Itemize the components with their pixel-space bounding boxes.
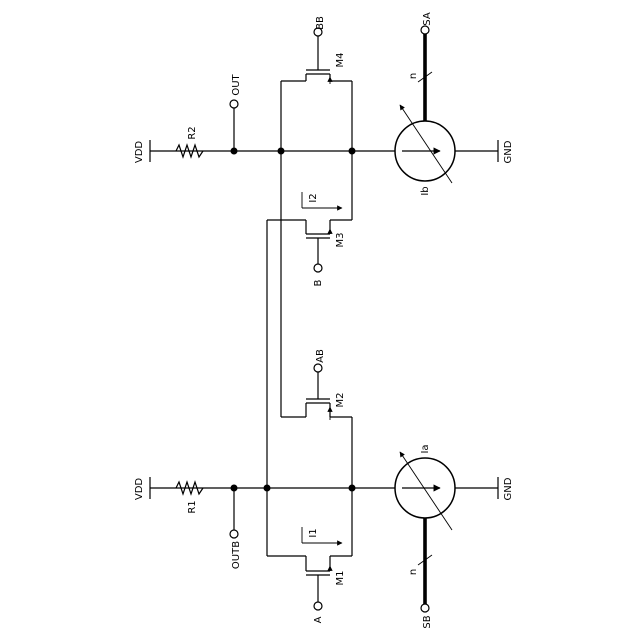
label-ia: Ia <box>420 444 431 453</box>
label-r1: R1 <box>187 500 198 513</box>
label-gnd-top: GND <box>503 140 514 163</box>
outb-terminal[interactable] <box>230 530 238 538</box>
label-a: A <box>313 616 324 623</box>
label-sb: SB <box>422 615 433 628</box>
label-vdd-top: VDD <box>134 141 145 164</box>
label-gnd-bottom: GND <box>503 477 514 500</box>
b-terminal[interactable] <box>314 264 322 272</box>
label-b: B <box>313 279 324 286</box>
label-m2: M2 <box>335 393 346 408</box>
label-m4: M4 <box>335 53 346 68</box>
label-vdd-bottom: VDD <box>134 478 145 501</box>
label-m3: M3 <box>335 233 346 248</box>
label-outb: OUTB <box>231 541 242 569</box>
label-i2: I2 <box>308 193 319 202</box>
sb-terminal[interactable] <box>421 604 429 612</box>
out-terminal[interactable] <box>230 100 238 108</box>
label-n-bottom: n <box>408 569 419 575</box>
node-out <box>231 148 238 155</box>
label-ib: Ib <box>420 186 431 195</box>
sa-terminal[interactable] <box>421 26 429 34</box>
label-out: OUT <box>231 73 242 95</box>
label-m1: M1 <box>335 571 346 586</box>
node-outb <box>231 485 238 492</box>
label-bb: BB <box>315 16 326 30</box>
label-sa: SA <box>422 12 433 26</box>
ab-terminal[interactable] <box>314 364 322 372</box>
a-terminal[interactable] <box>314 602 322 610</box>
node-bottom-mid <box>264 485 271 492</box>
label-n-top: n <box>408 73 419 79</box>
label-i1: I1 <box>308 528 319 537</box>
label-ab: AB <box>315 349 326 363</box>
label-r2: R2 <box>187 126 198 139</box>
